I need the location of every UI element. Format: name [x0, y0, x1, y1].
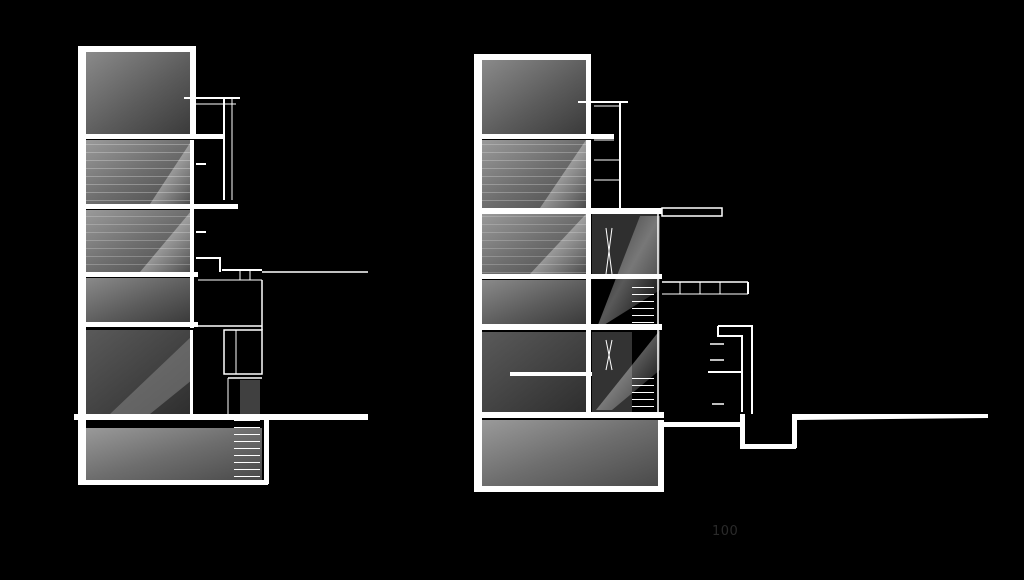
building-section-left — [74, 46, 368, 485]
room-level-6 — [86, 52, 192, 134]
light-beam — [150, 140, 192, 204]
scale-label: 100 — [712, 524, 739, 539]
stair — [632, 282, 654, 324]
room-level-6 — [482, 60, 586, 134]
building-section-right — [474, 54, 988, 492]
room-level-3 — [86, 278, 192, 322]
light-beam — [540, 140, 586, 208]
room-basement — [482, 420, 658, 486]
room-level-3 — [482, 280, 586, 324]
ground-line — [797, 414, 988, 420]
walls — [474, 54, 797, 492]
balcony-frames — [578, 101, 753, 414]
stair — [234, 418, 260, 478]
walls — [74, 46, 368, 485]
room-basement — [84, 428, 262, 480]
stair — [632, 376, 654, 412]
balcony-frames — [184, 97, 368, 414]
